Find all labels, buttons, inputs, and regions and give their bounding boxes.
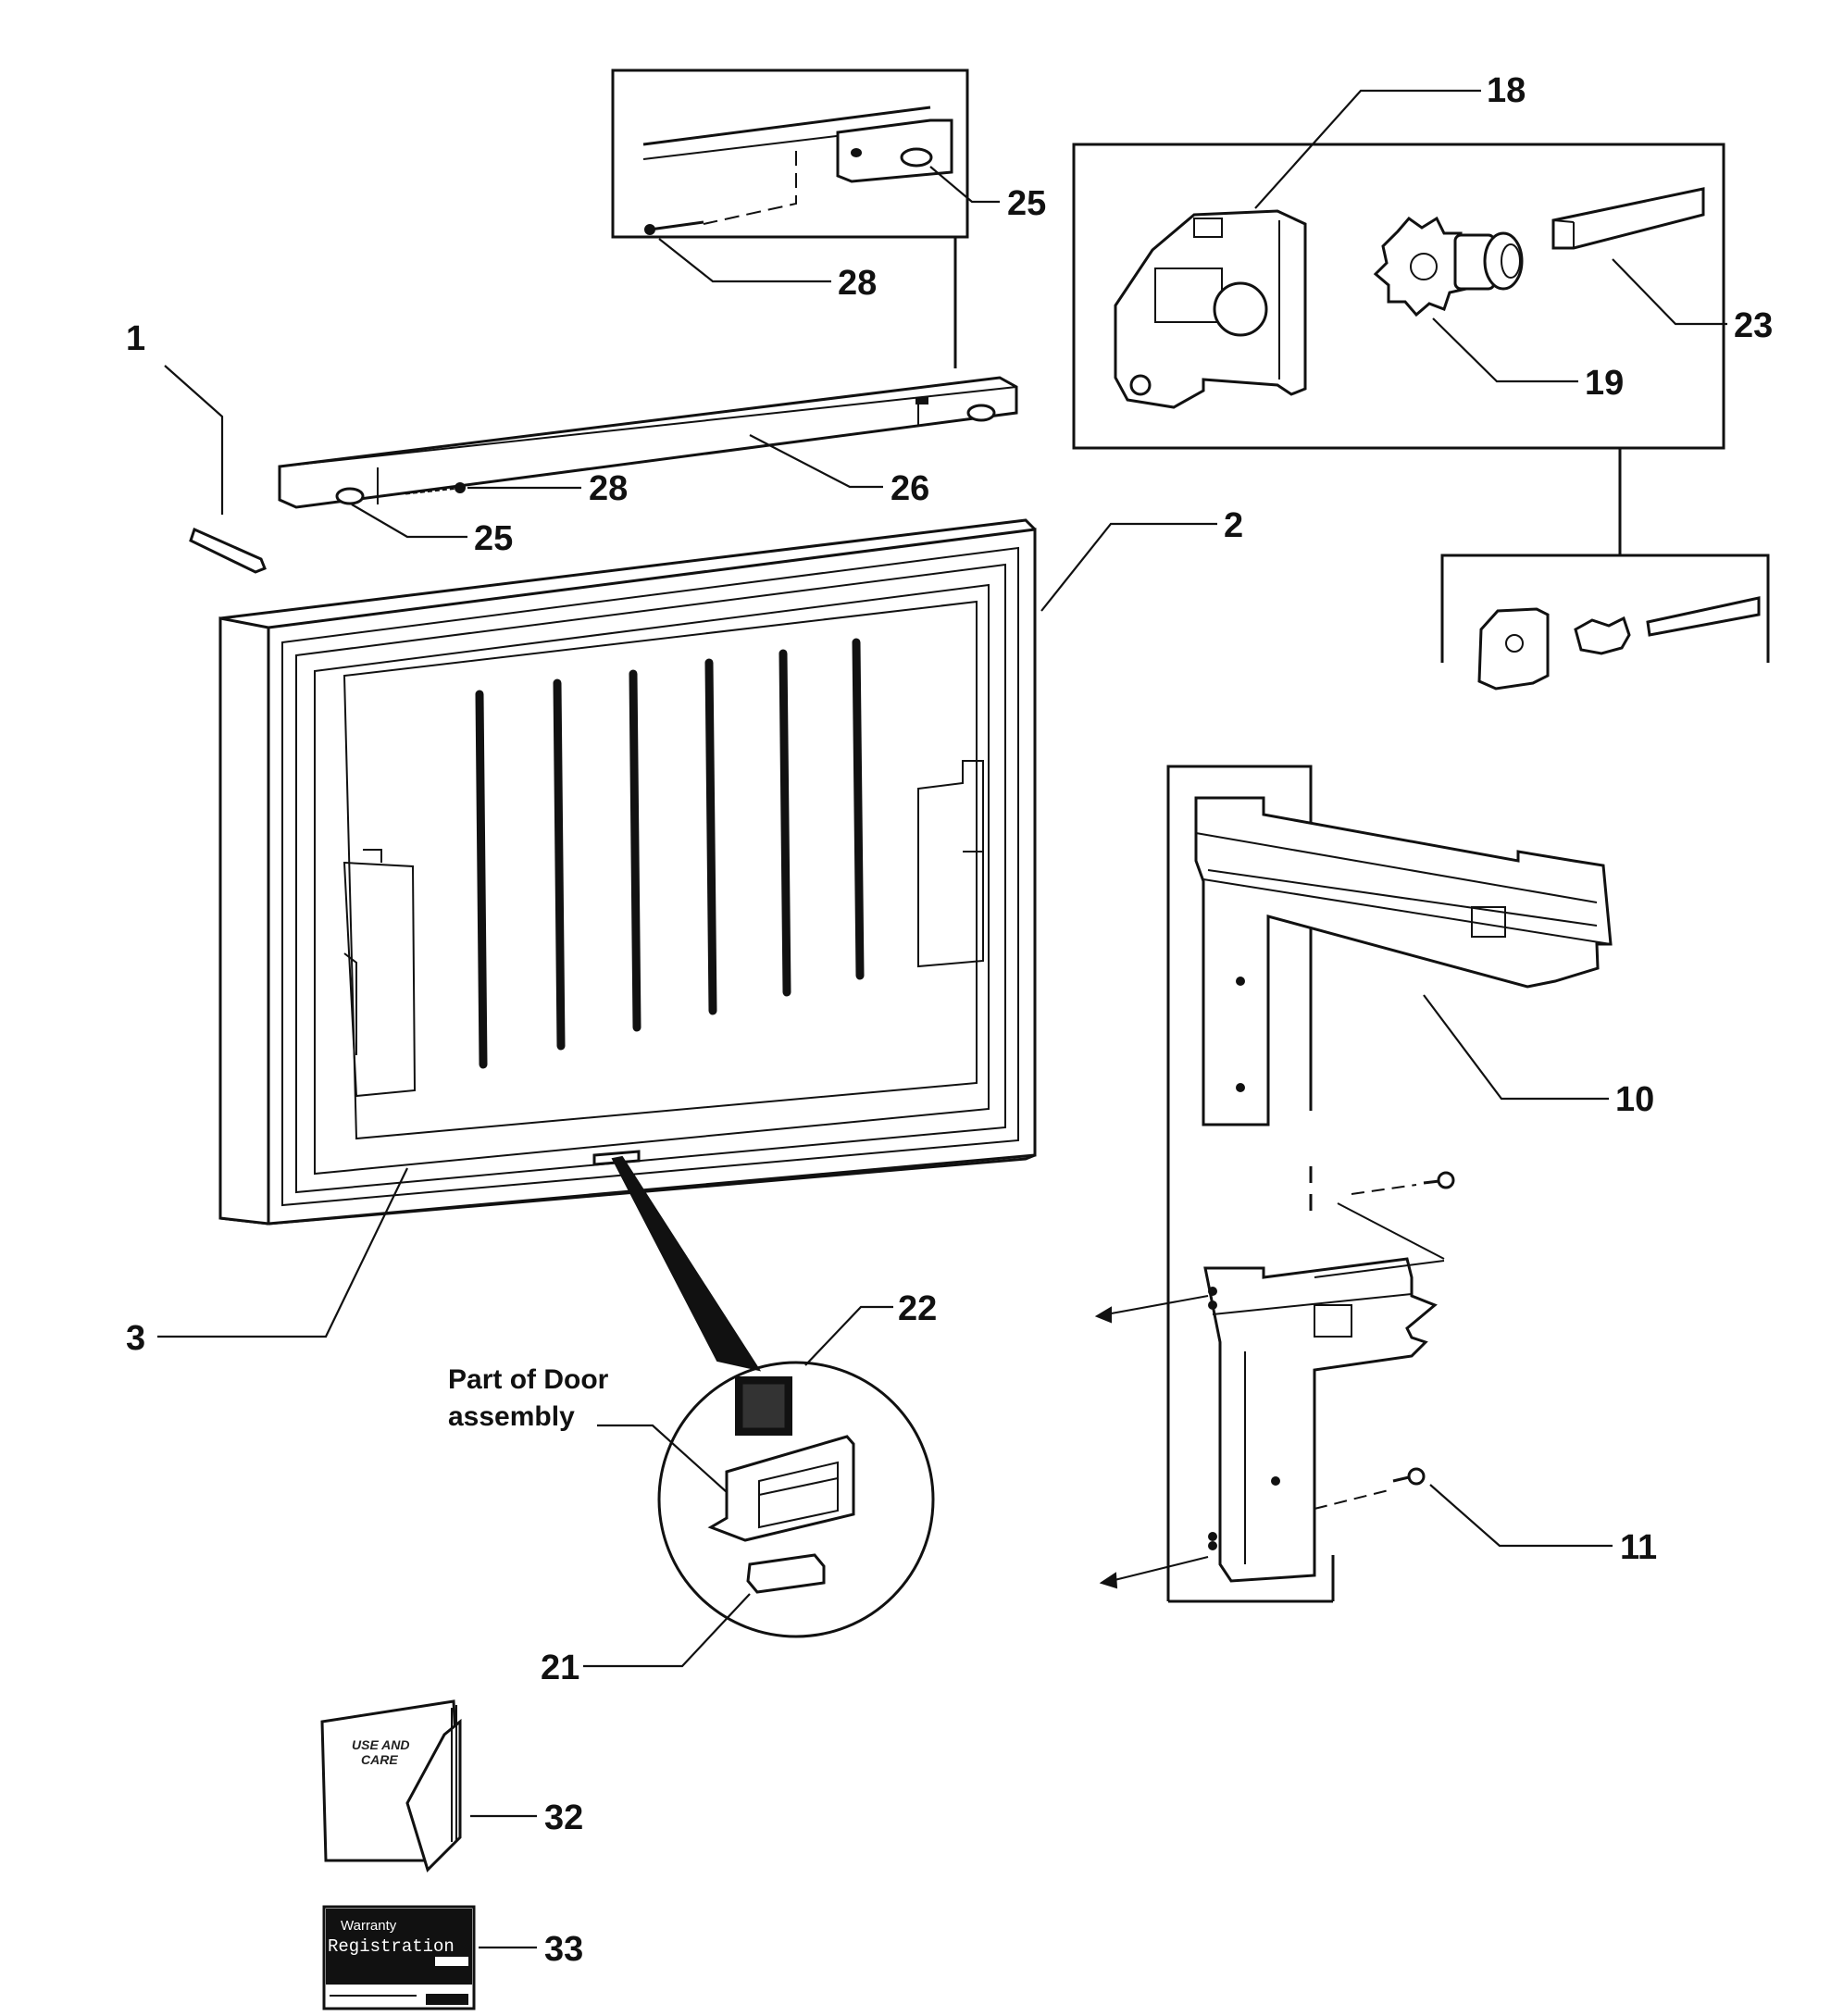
callout-numbers: 1 2 3 10 11 18 19 21 22 23 25 25 26 28 2…	[126, 71, 1773, 1969]
use-and-care-manual: USE AND CARE	[320, 1699, 462, 1873]
shaft-23	[1551, 187, 1705, 250]
callout-11: 11	[1620, 1528, 1657, 1567]
hinge-pin	[189, 527, 267, 574]
callout-28-top: 28	[838, 264, 877, 303]
warranty-line2: Registration	[328, 1936, 455, 1957]
hinge-assembly-box	[1072, 143, 1725, 450]
arrow-upper	[1094, 1295, 1209, 1324]
inset-rail-end-detail	[611, 68, 969, 239]
stopper-detail	[611, 1155, 935, 1638]
warranty-registration-card: Warranty Registration	[322, 1905, 476, 2010]
callout-23: 23	[1734, 306, 1773, 345]
door-assembly	[218, 518, 1037, 1226]
door-liner-ribs	[475, 638, 865, 1069]
callout-21: 21	[541, 1649, 579, 1687]
leader-lines	[157, 89, 1727, 1949]
callout-28-lower: 28	[589, 469, 628, 508]
note-line2: assembly	[448, 1401, 575, 1432]
callout-3: 3	[126, 1319, 145, 1358]
callout-22: 22	[898, 1289, 937, 1328]
mounting-bracket-box	[1094, 765, 1613, 1603]
screw-11-lower	[1314, 1467, 1426, 1510]
screw-11-upper	[1314, 1171, 1455, 1278]
callout-1: 1	[126, 319, 145, 358]
warranty-line1: Warranty	[341, 1918, 397, 1934]
top-rail	[278, 376, 1018, 509]
callout-10: 10	[1615, 1080, 1654, 1119]
callout-19: 19	[1585, 364, 1624, 403]
manual-title-line1: USE AND	[352, 1737, 410, 1752]
callout-25-top: 25	[1007, 184, 1046, 223]
manual-title-line2: CARE	[361, 1752, 398, 1767]
callout-33: 33	[544, 1930, 583, 1969]
arrow-lower	[1099, 1556, 1209, 1589]
lower-bracket	[1203, 1257, 1438, 1583]
callout-25-lower: 25	[474, 519, 513, 558]
callout-2: 2	[1224, 506, 1243, 545]
hinge-assembly-mini	[1440, 554, 1770, 691]
callout-18: 18	[1487, 71, 1526, 110]
note-line1: Part of Door	[448, 1364, 609, 1395]
door-assembly-note: Part of Door assembly	[448, 1364, 609, 1432]
hinge-bracket-18	[1114, 209, 1307, 409]
screw-28-lower	[405, 482, 466, 495]
callout-32: 32	[544, 1798, 583, 1837]
upper-bracket-10	[1194, 796, 1613, 1126]
callout-26: 26	[891, 469, 929, 508]
gear-19	[1373, 216, 1524, 317]
